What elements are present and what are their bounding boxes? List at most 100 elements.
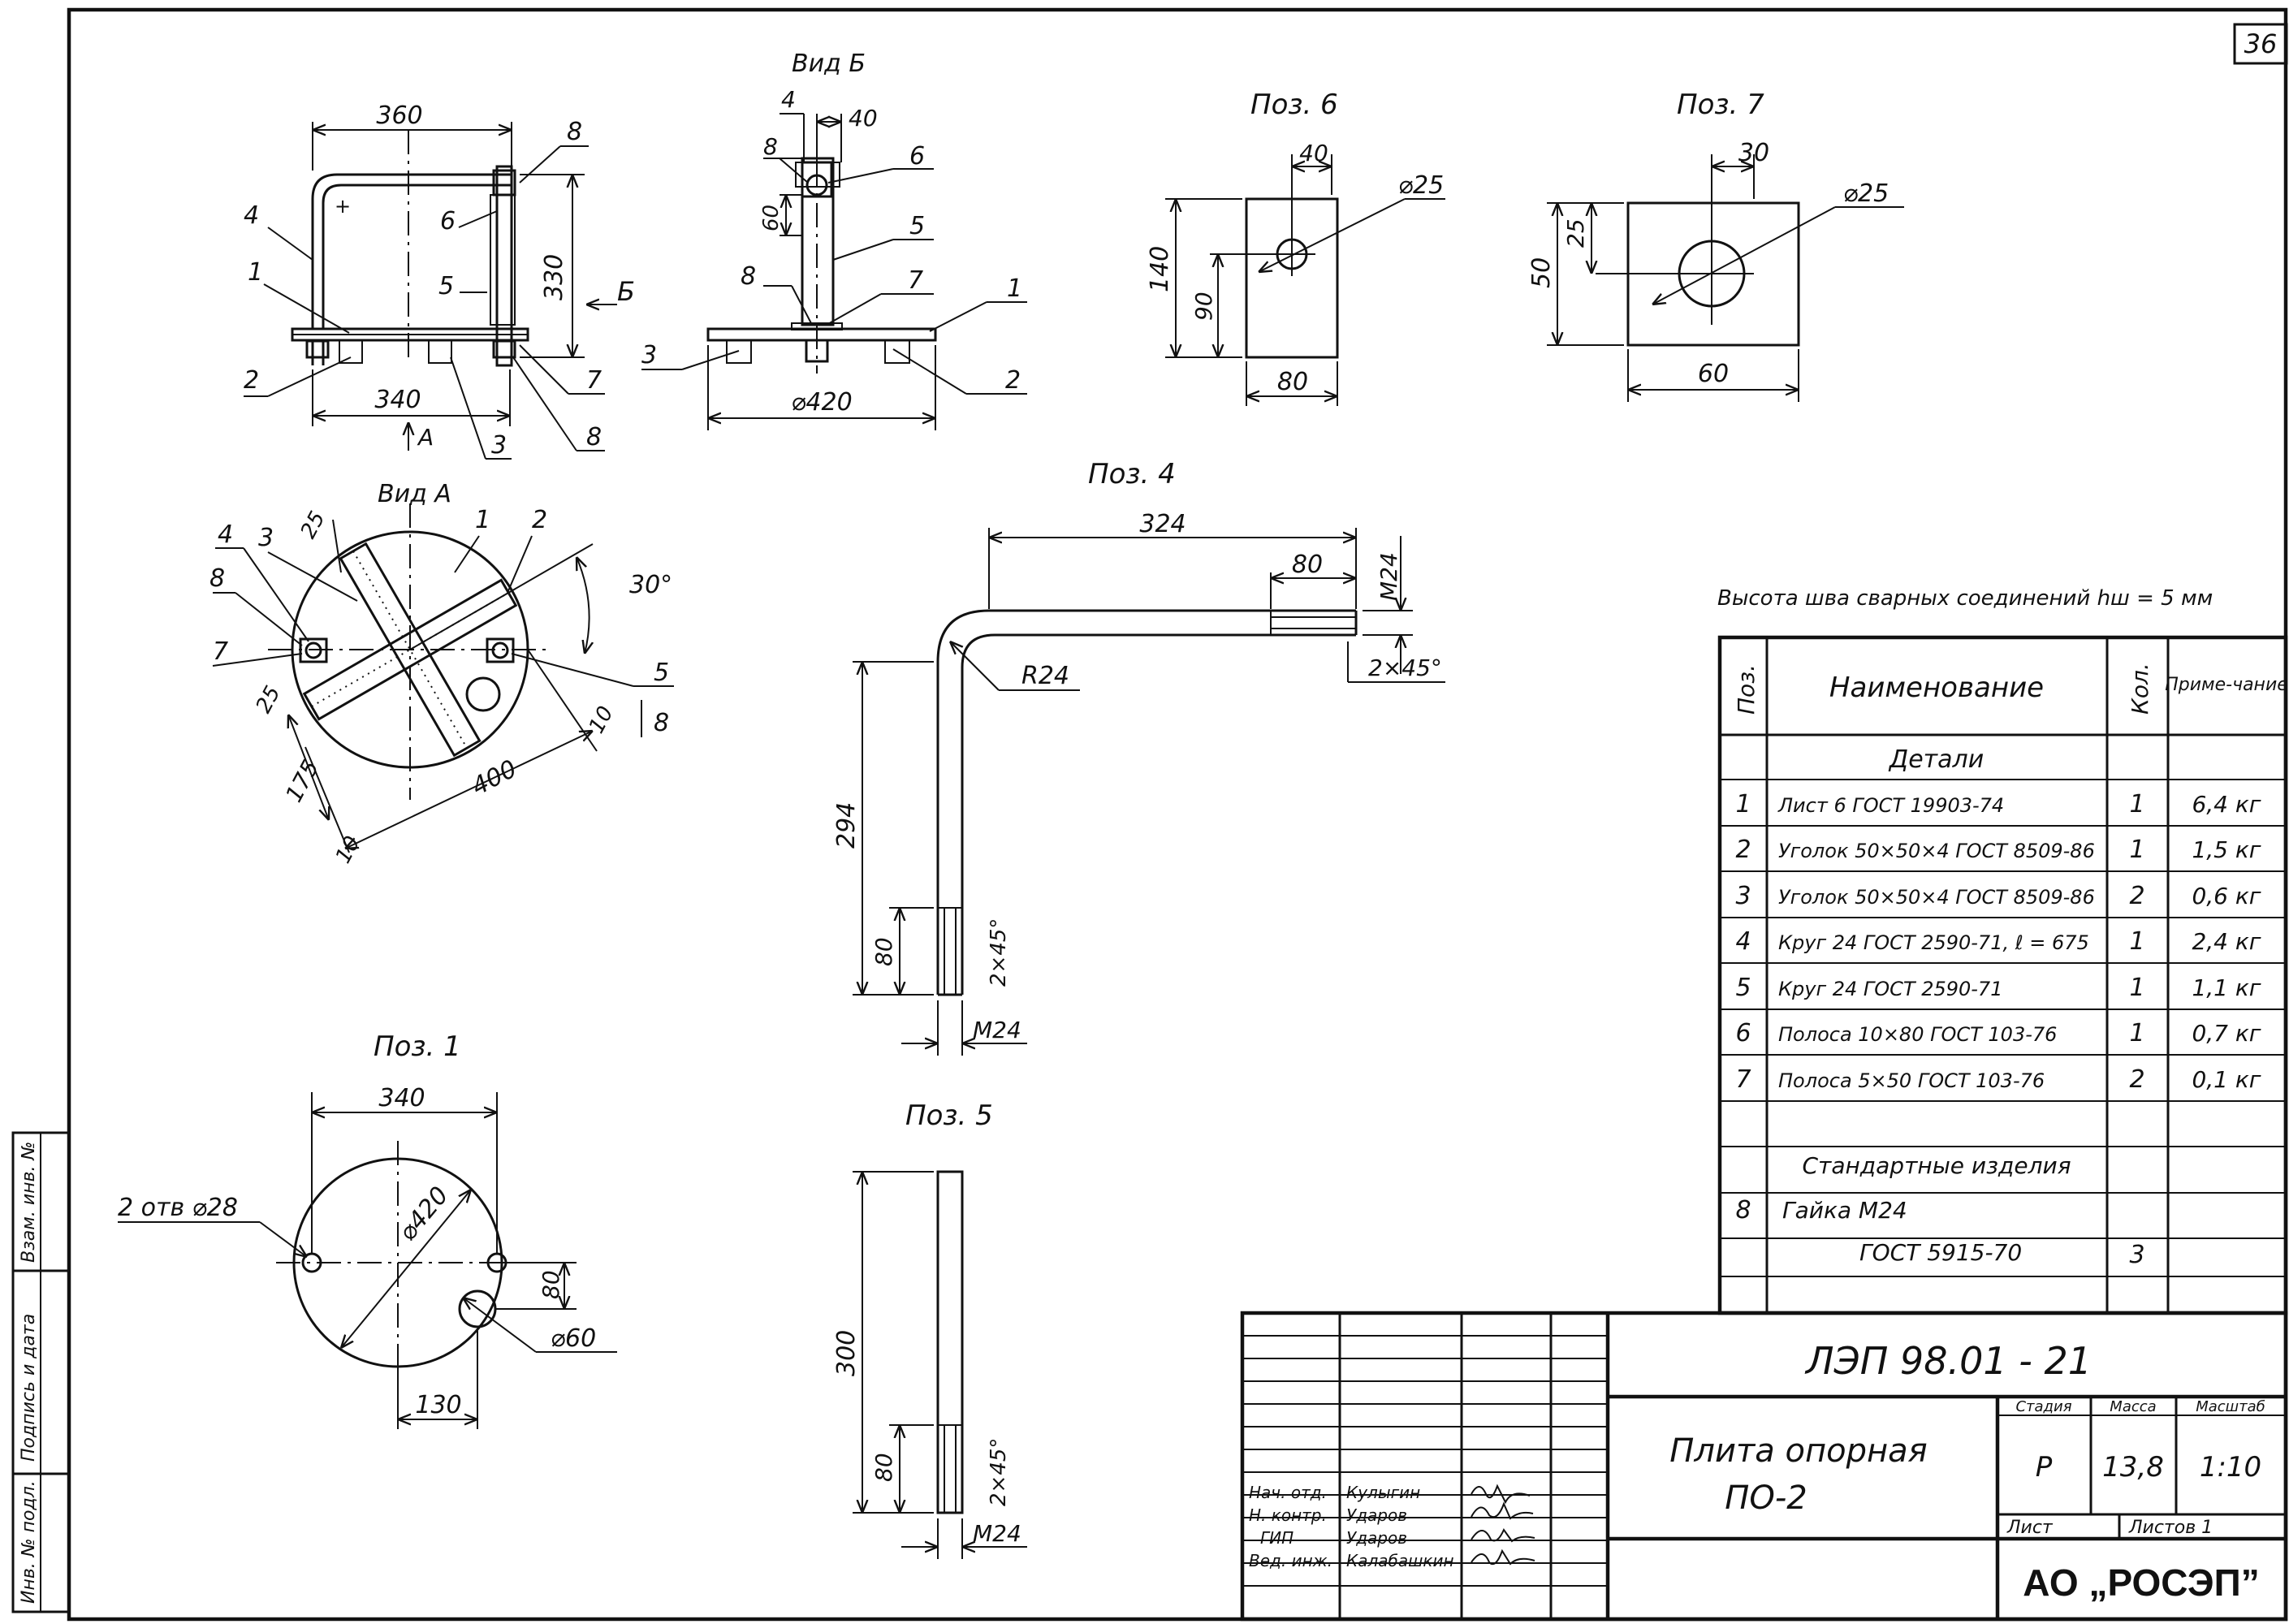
pos6-dim-140: 140 xyxy=(1146,246,1174,292)
pos5-view: Поз. 5 300 80 2×45° М24 xyxy=(832,1099,1027,1559)
spec-row-1-pos: 1 xyxy=(1735,790,1751,818)
view-b-callout-7: 7 xyxy=(908,266,923,295)
pos4-dim-294: 294 xyxy=(832,802,861,849)
view-b-callout-8-top: 8 xyxy=(763,133,778,160)
tb-mass: 13,8 xyxy=(2102,1451,2164,1484)
spec-row-4-pos: 4 xyxy=(1735,927,1751,956)
signature-3 xyxy=(1471,1527,1535,1543)
pos4-title: Поз. 4 xyxy=(1088,458,1176,490)
spec-row-2-name: Уголок 50×50×4 ГОСТ 8509-86 xyxy=(1778,840,2095,862)
tb-name-1: Кулыгин xyxy=(1346,1483,1420,1502)
view-a-callout-4: 4 xyxy=(218,520,233,549)
pos1-view: Поз. 1 340 ⌀420 2 отв ⌀28 80 ⌀60 130 xyxy=(118,1030,617,1429)
pos7-view: Поз. 7 30 ⌀25 50 25 60 xyxy=(1527,89,1904,402)
spec-row-3-name: Уголок 50×50×4 ГОСТ 8509-86 xyxy=(1778,886,2095,909)
front-dim-bottom: 340 xyxy=(374,386,421,414)
pos4-chamfer-top: 2×45° xyxy=(1368,654,1442,681)
tb-name-2: Ударов xyxy=(1346,1505,1407,1525)
pos4-bent-rod xyxy=(936,609,1356,995)
spec-section-details: Детали xyxy=(1888,745,1984,774)
spec-row-5-qty: 1 xyxy=(2129,974,2144,1002)
pos4-radius: R24 xyxy=(1021,662,1069,690)
spec-row-5-name: Круг 24 ГОСТ 2590-71 xyxy=(1778,978,2002,1000)
tb-scale: 1:10 xyxy=(2200,1451,2261,1484)
margin-stamp: Взам. инв. № Подпись и дата Инв. № подл. xyxy=(11,1131,71,1613)
tb-role-4: Вед. инж. xyxy=(1249,1551,1332,1570)
tb-role-2: Н. контр. xyxy=(1249,1505,1327,1525)
spec-header-qty: Кол. xyxy=(2127,663,2153,715)
front-callout-8-top: 8 xyxy=(567,118,582,146)
pos6-dim-80: 80 xyxy=(1277,368,1308,396)
pos5-chamfer: 2×45° xyxy=(987,1438,1011,1506)
spec-row-1-qty: 1 xyxy=(2129,790,2144,818)
tb-stage: Р xyxy=(2036,1451,2053,1484)
tb-role-3: ГИП xyxy=(1260,1528,1294,1548)
title-block: Нач. отд. Кулыгин Н. контр. Ударов ГИП У… xyxy=(1240,1311,2288,1622)
stamp-replace-inv: Взам. инв. № xyxy=(19,1142,39,1263)
view-b-plate xyxy=(706,327,937,342)
front-callout-6: 6 xyxy=(440,207,456,235)
view-a-angle: 30° xyxy=(629,571,672,599)
front-callout-5: 5 xyxy=(438,272,454,300)
front-callout-8-bottom: 8 xyxy=(586,423,602,451)
pos7-dim-60: 60 xyxy=(1698,360,1729,388)
pos4-thread-bottom: М24 xyxy=(973,1017,1021,1043)
pos4-chamfer-side: 2×45° xyxy=(987,918,1011,987)
pos6-view: Поз. 6 40 ⌀25 140 90 80 xyxy=(1146,89,1445,406)
spec-row-2-pos: 2 xyxy=(1735,836,1751,864)
tb-name-4: Калабашкин xyxy=(1346,1551,1454,1570)
tb-stage-label: Стадия xyxy=(2015,1398,2071,1415)
svg-text:+: + xyxy=(335,195,351,218)
view-b-callout-4: 4 xyxy=(781,86,796,113)
view-a-dim-400: 400 xyxy=(467,754,521,801)
spec-section-standard: Стандартные изделия xyxy=(1802,1152,2071,1179)
pos4-view: Поз. 4 324 80 М24 2×45° R24 294 xyxy=(832,458,1445,1056)
pos7-dim-30: 30 xyxy=(1738,139,1769,167)
weld-note: Высота шва сварных соединений hш = 5 мм xyxy=(1717,586,2213,611)
spec-row-5-note: 1,1 кг xyxy=(2192,974,2261,1001)
front-callout-3: 3 xyxy=(491,431,507,460)
spec-header-name: Наименование xyxy=(1829,672,2044,704)
view-a-dim-175: 175 xyxy=(280,756,324,807)
pos1-holes-label: 2 отв ⌀28 xyxy=(118,1194,238,1222)
view-a-callout-7: 7 xyxy=(213,637,228,666)
tb-role-1: Нач. отд. xyxy=(1249,1483,1327,1502)
spec-row-4-note: 2,4 кг xyxy=(2192,928,2261,955)
view-a: Вид А 30° 400 175 25 10 10 25 xyxy=(209,480,674,867)
spec-row-7-note: 0,1 кг xyxy=(2192,1066,2261,1093)
tb-company: АО „РОСЭП” xyxy=(2023,1561,2259,1604)
view-a-dim-10-bottom: 10 xyxy=(331,832,365,867)
tb-title-line2: ПО-2 xyxy=(1725,1479,1807,1517)
pos1-dim-420: ⌀420 xyxy=(393,1181,454,1246)
view-a-callout-3: 3 xyxy=(258,524,274,552)
pos4-thread-top: М24 xyxy=(1376,552,1402,601)
spec-row-1-note: 6,4 кг xyxy=(2192,791,2261,818)
tb-scale-label: Масштаб xyxy=(2196,1398,2265,1415)
view-a-title: Вид А xyxy=(378,480,451,508)
pos5-thread: М24 xyxy=(973,1520,1021,1547)
spec-row-6-note: 0,7 кг xyxy=(2192,1020,2261,1047)
pos1-dim-80: 80 xyxy=(538,1270,564,1299)
pos7-title: Поз. 7 xyxy=(1677,89,1764,121)
view-b-callout-1: 1 xyxy=(1007,274,1022,303)
tb-mass-label: Масса xyxy=(2110,1398,2156,1415)
view-a-callout-8: 8 xyxy=(209,564,225,593)
front-callout-2: 2 xyxy=(244,366,259,395)
pos6-title: Поз. 6 xyxy=(1250,89,1338,121)
spec-row-4-name: Круг 24 ГОСТ 2590-71, ℓ = 675 xyxy=(1778,931,2089,954)
spec-row-4-qty: 1 xyxy=(2129,927,2144,956)
view-a-dim-25-top: 25 xyxy=(296,508,330,542)
view-a-dim-25-left: 25 xyxy=(252,682,286,717)
pos4-dim-80: 80 xyxy=(1292,551,1323,579)
spec-row-7-name: Полоса 5×50 ГОСТ 103-76 xyxy=(1778,1069,2045,1092)
spec-row-3-pos: 3 xyxy=(1735,882,1751,910)
spec-row-6-pos: 6 xyxy=(1735,1019,1751,1047)
spec-table: Поз. Наименование Кол. Приме-чание Детал… xyxy=(1717,635,2288,1315)
view-b-callout-5: 5 xyxy=(909,212,925,240)
sheet-number-box xyxy=(2233,23,2288,65)
pos6-dim-90: 90 xyxy=(1190,292,1217,321)
view-a-callout-1: 1 xyxy=(475,506,490,534)
spec-std-2-qty: 3 xyxy=(2129,1241,2144,1269)
sheet-number: 36 xyxy=(2244,28,2278,59)
